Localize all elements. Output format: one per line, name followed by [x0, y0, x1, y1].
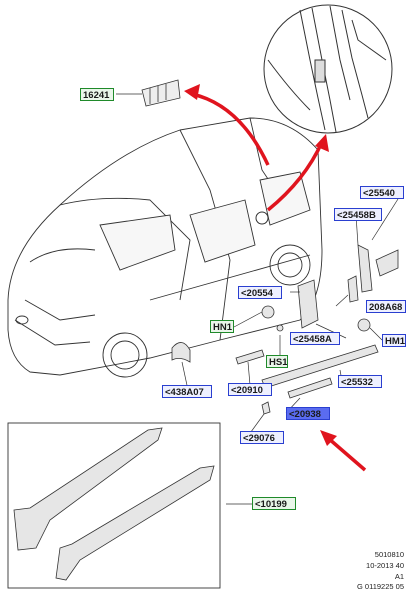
part-label-20554[interactable]: <20554 — [238, 286, 282, 299]
part-label-10199[interactable]: <10199 — [252, 497, 296, 510]
part-label-hm1[interactable]: HM1 — [382, 334, 406, 347]
part-label-438a07[interactable]: <438A07 — [162, 385, 212, 398]
part-label-25458b[interactable]: <25458B — [334, 208, 382, 221]
footer-date: 10-2013 40 — [366, 561, 404, 570]
part-label-25458a[interactable]: <25458A — [290, 332, 340, 345]
part-label-16241[interactable]: 16241 — [80, 88, 114, 101]
sill-panels-box — [7, 422, 221, 589]
part-label-25532[interactable]: <25532 — [338, 375, 382, 388]
arrow-heads — [184, 84, 337, 446]
part-label-208a6[interactable]: 208A68 — [366, 300, 406, 313]
footer-ref: G 0119225 05 — [357, 582, 404, 591]
detail-magnifier — [255, 4, 393, 225]
part-label-20938[interactable]: <20938 — [286, 407, 330, 420]
part-label-25540[interactable]: <25540 — [360, 186, 404, 199]
part-label-hn1[interactable]: HN1 — [210, 320, 234, 333]
pointer-arrows — [191, 92, 367, 472]
footer-rev: A1 — [394, 572, 404, 581]
leader-lines — [181, 198, 399, 505]
part-label-29076[interactable]: <29076 — [240, 431, 284, 444]
part-label-hs1[interactable]: HS1 — [266, 355, 288, 368]
part-label-20910[interactable]: <20910 — [228, 383, 272, 396]
footer-code: 5010810 — [374, 550, 404, 559]
vehicle-illustration — [7, 117, 323, 378]
clip-part-16241 — [116, 79, 181, 107]
